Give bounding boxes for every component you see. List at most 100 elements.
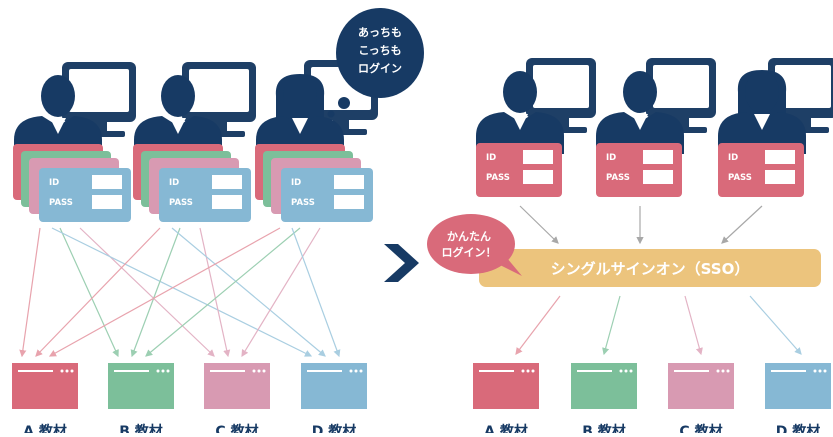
monitor-icon	[182, 62, 256, 137]
arrow-line	[291, 227, 341, 358]
monitor-stand	[673, 118, 689, 128]
bubble-text: かんたん	[447, 230, 491, 243]
bubble-text: こっちも	[358, 44, 401, 57]
arrow-line	[199, 227, 231, 358]
arrow-line	[51, 227, 313, 357]
id-field	[765, 150, 795, 164]
monitor-screen	[775, 65, 831, 108]
material-box: D 教材	[765, 363, 831, 437]
login-card: ID PASS	[159, 168, 251, 222]
pass-field	[334, 195, 364, 209]
collar-shape	[754, 114, 770, 130]
pass-label: PASS	[169, 198, 193, 208]
material-label: B 教材	[582, 423, 626, 433]
monitor-stand	[795, 118, 811, 128]
monitor-stand	[333, 120, 349, 130]
arrow-line	[241, 227, 321, 358]
pass-field	[92, 195, 122, 209]
connection-arrows	[19, 205, 802, 358]
id-label: ID	[291, 178, 301, 188]
window-dot-icon	[531, 369, 535, 373]
bubble-dot	[327, 110, 335, 118]
window-dot-icon	[65, 369, 69, 373]
arrow-line	[130, 227, 181, 358]
material-box: B 教材	[571, 363, 637, 437]
material-box: A 教材	[12, 363, 78, 437]
id-label: ID	[728, 153, 738, 163]
material-label: A 教材	[23, 423, 67, 433]
window-dot-icon	[619, 369, 623, 373]
id-field	[212, 175, 242, 189]
arrow-line	[515, 295, 561, 355]
head-shape	[41, 75, 75, 117]
window-dot-icon	[60, 369, 64, 373]
bubble-shape	[336, 8, 424, 98]
id-label: ID	[49, 178, 59, 188]
arrow-line	[59, 227, 119, 358]
login-card: ID PASS	[476, 143, 562, 197]
material-titlebar-line	[577, 370, 612, 372]
arrow-line	[19, 227, 41, 358]
collar-shape	[632, 114, 648, 130]
material-titlebar-line	[210, 370, 245, 372]
window-dot-icon	[823, 369, 827, 373]
material-box: D 教材	[301, 363, 367, 437]
window-dot-icon	[721, 369, 725, 373]
head-shape	[283, 75, 317, 117]
material-box: B 教材	[108, 363, 174, 437]
material-window	[473, 363, 539, 409]
id-field	[92, 175, 122, 189]
bubble-tail	[494, 252, 522, 276]
pass-label: PASS	[606, 173, 630, 183]
material-titlebar-line	[674, 370, 709, 372]
monitor-screen	[69, 69, 129, 112]
window-dot-icon	[257, 369, 261, 373]
material-window	[108, 363, 174, 409]
arrow-line	[602, 295, 621, 356]
id-label: ID	[606, 153, 616, 163]
arrow-line	[749, 295, 802, 355]
id-label: ID	[169, 178, 179, 188]
pass-field	[643, 170, 673, 184]
material-box: A 教材	[473, 363, 539, 437]
material-label: D 教材	[776, 423, 821, 433]
window-dot-icon	[629, 369, 633, 373]
arrow-line	[519, 205, 559, 244]
id-field	[643, 150, 673, 164]
material-titlebar-line	[114, 370, 149, 372]
login-card: ID PASS	[596, 143, 682, 197]
collar-shape	[292, 118, 308, 134]
window-dot-icon	[349, 369, 353, 373]
material-titlebar-line	[479, 370, 514, 372]
monitor-screen	[653, 65, 709, 108]
bubble-dot	[338, 97, 350, 109]
head-shape	[161, 75, 195, 117]
collar-shape	[50, 118, 66, 134]
window-dot-icon	[716, 369, 720, 373]
material-box: C 教材	[204, 363, 270, 437]
id-label: ID	[486, 153, 496, 163]
material-window	[765, 363, 831, 409]
window-dot-icon	[262, 369, 266, 373]
material-label: C 教材	[679, 423, 722, 433]
pass-label: PASS	[728, 173, 752, 183]
login-card: ID PASS	[718, 143, 804, 197]
collar-shape	[170, 118, 186, 134]
bubble-text: あっちも	[358, 26, 402, 39]
pass-label: PASS	[486, 173, 510, 183]
collar-shape	[512, 114, 528, 130]
id-field	[523, 150, 553, 164]
head-shape	[623, 71, 657, 113]
material-label: B 教材	[119, 423, 163, 433]
bubble-text: ログイン！	[442, 245, 497, 259]
material-window	[668, 363, 734, 409]
window-dot-icon	[526, 369, 530, 373]
window-dot-icon	[70, 369, 74, 373]
window-dot-icon	[166, 369, 170, 373]
pass-label: PASS	[49, 198, 73, 208]
bubble-text: ログイン	[358, 61, 402, 75]
